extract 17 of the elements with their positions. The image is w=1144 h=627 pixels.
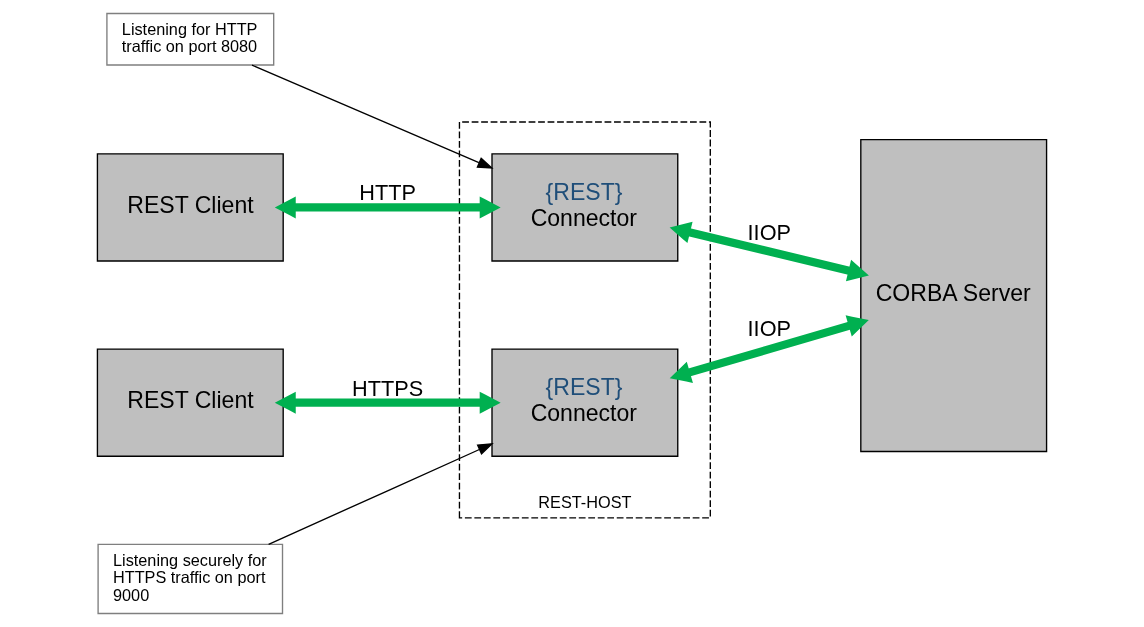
node-box: Listening securely for HTTPS traffic on port 9000 — [97, 543, 284, 615]
node-box: {REST} Connector — [491, 153, 679, 262]
node-box: REST Client — [96, 348, 284, 457]
arrow — [274, 391, 501, 414]
arrow — [267, 443, 494, 545]
node-box: CORBA Server — [860, 138, 1048, 453]
edge-label: IIOP — [747, 219, 791, 245]
node-box: REST Client — [96, 153, 284, 262]
arrow — [274, 196, 501, 219]
edge-label: HTTPS — [352, 375, 424, 401]
node-box: Listening for HTTP traffic on port 8080 — [106, 12, 275, 66]
edge-label: HTTP — [359, 180, 416, 206]
arrow — [251, 64, 494, 169]
arrow — [669, 315, 869, 383]
edge-label: IIOP — [747, 315, 791, 341]
node-box: {REST} Connector — [491, 348, 679, 457]
arrow — [669, 221, 869, 282]
